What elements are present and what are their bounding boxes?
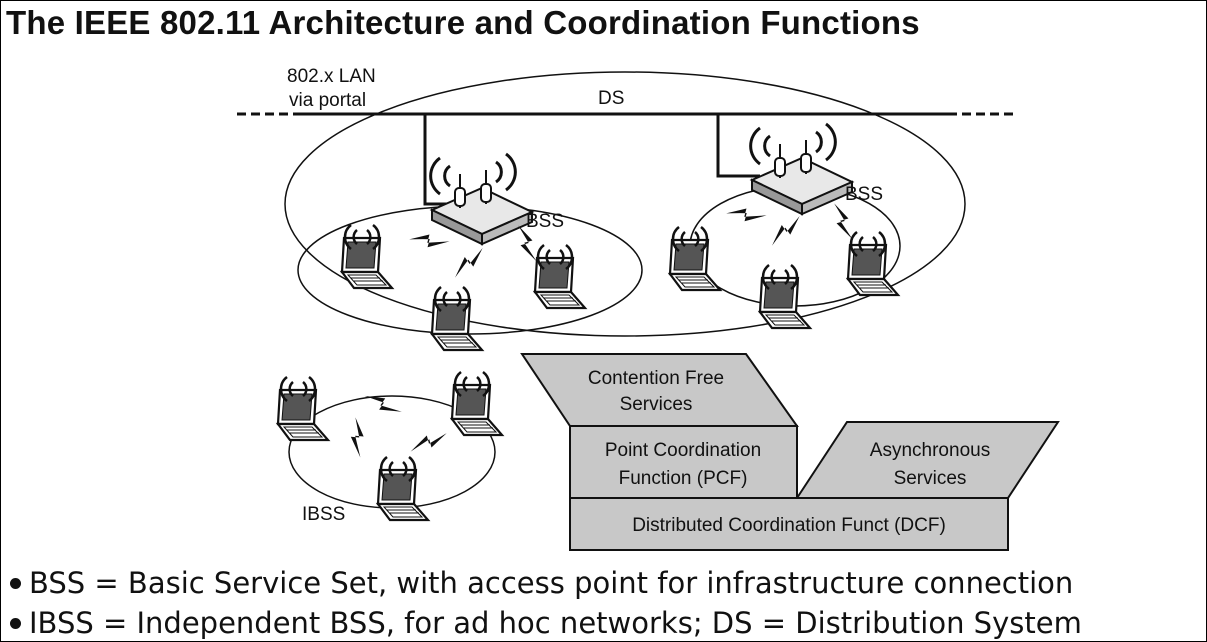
bullet-text: BSS = Basic Service Set, with access poi… xyxy=(29,566,1074,600)
ap-right-link xyxy=(716,114,760,178)
pcf-line2: Function (PCF) xyxy=(619,468,748,489)
wireless-link-icon xyxy=(823,203,864,240)
ds-label: DS xyxy=(598,88,624,109)
bullet-text: IBSS = Independent BSS, for ad hoc netwo… xyxy=(29,606,1082,640)
page-title: The IEEE 802.11 Architecture and Coordin… xyxy=(6,4,920,41)
async-line2: Services xyxy=(894,468,967,489)
bullet-icon xyxy=(10,577,21,589)
pcf-box xyxy=(569,425,798,499)
access-point-left-icon xyxy=(429,152,534,246)
wireless-link-icon xyxy=(409,222,450,259)
laptop-icon xyxy=(758,263,812,330)
access-point-right-icon xyxy=(749,122,854,216)
async-line1: Asynchronous xyxy=(870,440,990,461)
ds-ellipse xyxy=(284,71,966,337)
bss-right-label: BSS xyxy=(845,184,883,205)
bss-left-label: BSS xyxy=(526,211,564,232)
laptop-icon xyxy=(668,225,722,292)
contention-free-line2: Services xyxy=(620,394,693,415)
pcf-line1: Point Coordination xyxy=(605,440,761,461)
bullet-item-ibss: IBSS = Independent BSS, for ad hoc netwo… xyxy=(10,606,1082,640)
laptop-icon xyxy=(376,455,430,522)
laptop-icon xyxy=(533,243,587,310)
ibss-label: IBSS xyxy=(302,504,345,525)
bullet-icon xyxy=(10,617,21,629)
wireless-link-icon xyxy=(410,422,447,463)
dcf-label: Distributed Coordination Funct (DCF) xyxy=(632,515,946,536)
coordination-stack: Contention Free Services Point Coordinat… xyxy=(520,353,1060,551)
laptop-icon xyxy=(450,370,504,437)
wireless-link-icon xyxy=(726,196,767,233)
portal-label-line2: via portal xyxy=(289,90,366,111)
laptop-icon xyxy=(276,375,330,442)
contention-free-line1: Contention Free xyxy=(588,368,724,389)
portal-label-line1: 802.x LAN xyxy=(287,66,376,87)
wireless-link-icon xyxy=(338,417,378,458)
wireless-link-icon xyxy=(364,390,402,418)
wireless-link-icon xyxy=(772,212,800,250)
dcf-box xyxy=(569,497,1009,551)
contention-free-box xyxy=(520,353,799,427)
laptop-icon xyxy=(846,230,900,297)
wireless-link-icon xyxy=(455,244,483,282)
laptop-icon xyxy=(340,223,394,290)
laptop-icon xyxy=(430,285,484,352)
bullet-item-bss: BSS = Basic Service Set, with access poi… xyxy=(10,566,1073,600)
